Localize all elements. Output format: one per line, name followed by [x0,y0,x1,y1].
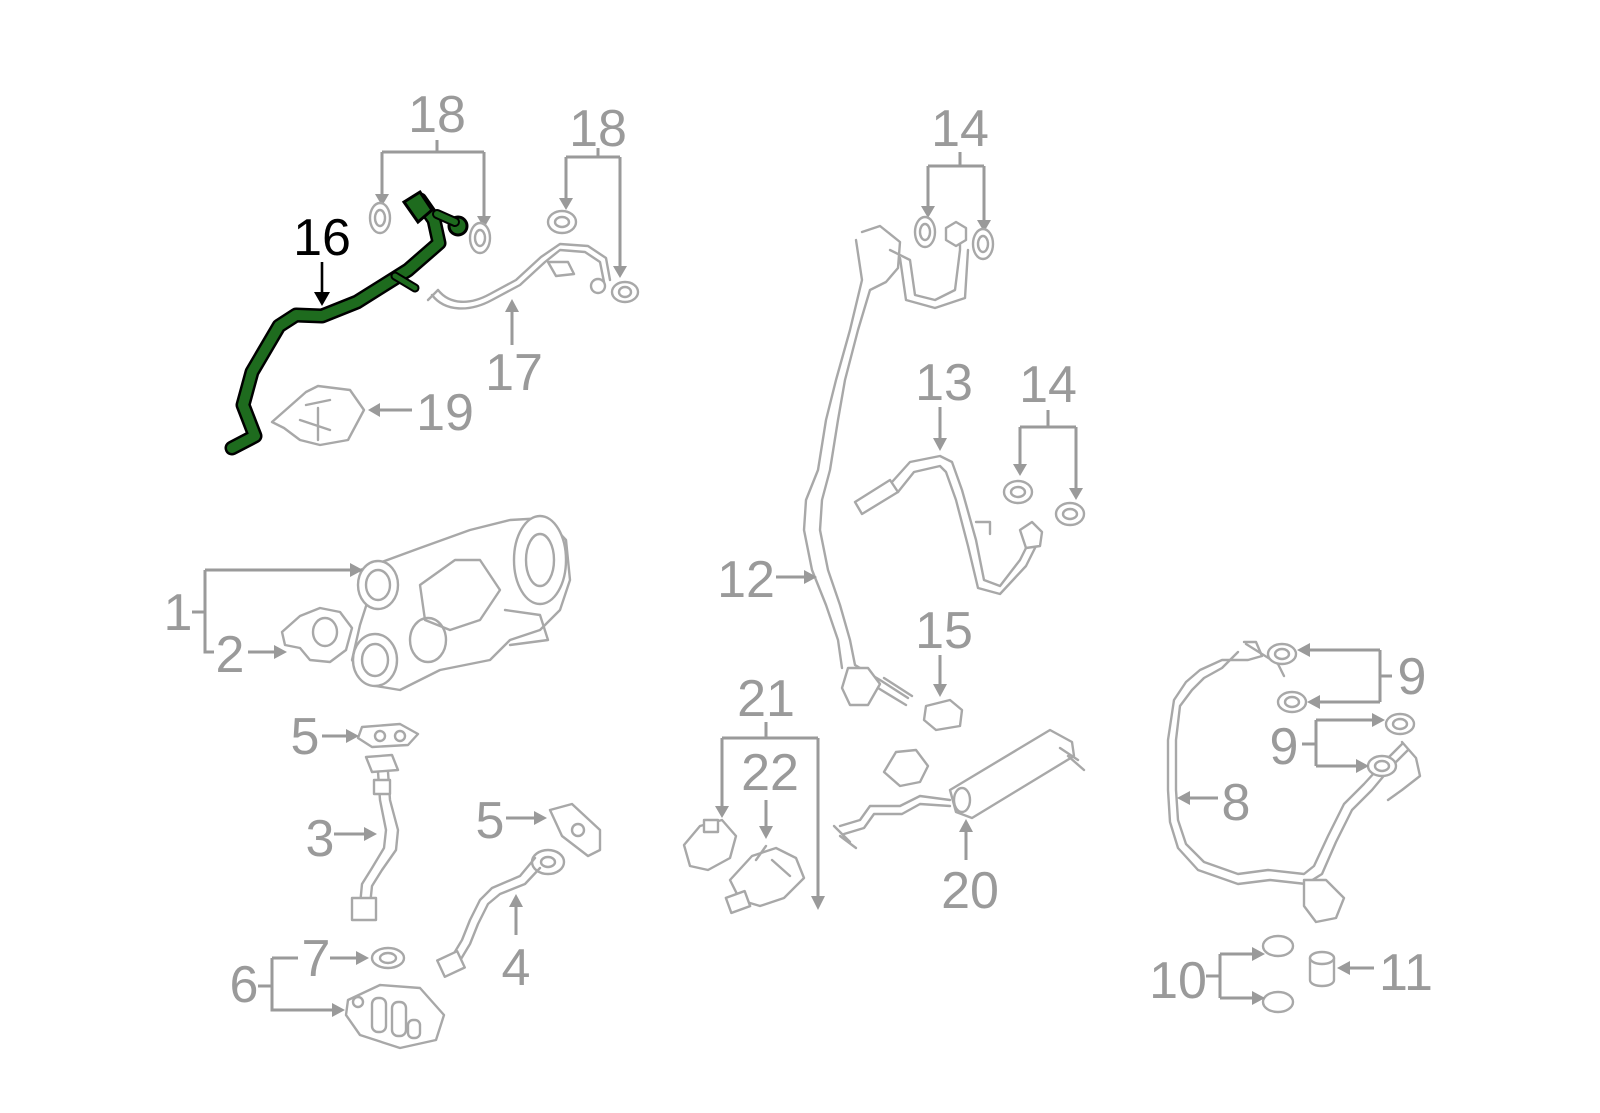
part-16-coolant-pipe[interactable] [224,189,469,456]
label-22: 22 [741,744,799,802]
callout-3: 3 [306,810,377,868]
callout-14-mid: 14 [1013,356,1083,500]
part-10-oring-b[interactable] [1261,990,1295,1014]
callout-14-top: 14 [921,100,991,232]
part-14-washer-d[interactable] [1054,501,1086,527]
part-13-line[interactable] [853,454,1044,596]
callout-9-top: 9 [1297,643,1426,709]
part-5-gasket-top[interactable] [356,722,420,749]
label-7: 7 [302,930,331,988]
callout-9-bottom: 9 [1270,713,1385,776]
part-9-washer-b[interactable] [1276,690,1308,714]
part-9-washer-c[interactable] [1384,712,1416,736]
label-3: 3 [306,810,335,868]
part-11-sleeve[interactable] [1308,950,1336,988]
part-14-washer-c[interactable] [1002,479,1034,505]
part-8-hose[interactable] [1166,640,1422,924]
part-7-seal[interactable] [370,946,406,970]
part-21-valve[interactable] [682,818,738,872]
part-10-oring-a[interactable] [1261,934,1295,958]
callout-20: 20 [941,819,999,920]
label-13: 13 [915,354,973,412]
label-4: 4 [502,939,531,997]
part-3-oil-line[interactable] [350,753,400,922]
label-12: 12 [717,551,775,609]
label-1: 1 [164,584,193,642]
callout-15: 15 [915,602,973,697]
label-9-bottom: 9 [1270,718,1299,776]
label-20: 20 [941,862,999,920]
callout-21-22: 21 22 [715,670,825,910]
callout-1-2: 1 2 [164,563,363,684]
part-5-gasket-right[interactable] [548,802,602,858]
callout-8: 8 [1177,774,1250,832]
part-14-bolt[interactable] [944,220,968,248]
callout-6-7: 7 6 [230,930,369,1017]
label-17: 17 [485,344,543,402]
callout-5-top: 5 [291,708,359,766]
callout-10: 10 [1149,947,1265,1010]
part-18-washer-b[interactable] [468,221,492,255]
callout-11: 11 [1337,944,1433,1002]
label-6: 6 [230,956,259,1014]
label-9-top: 9 [1398,648,1427,706]
callout-13: 13 [915,354,973,451]
part-14-washer-a[interactable] [913,215,937,249]
part-6-oil-adapter[interactable] [344,983,446,1050]
label-19: 19 [416,384,474,442]
part-18-washer-c[interactable] [546,209,578,235]
callout-5-right: 5 [476,792,547,850]
callout-16: 16 [293,209,351,306]
label-15: 15 [915,602,973,660]
part-17-pipe[interactable] [426,242,612,310]
part-22-valve[interactable] [724,844,806,915]
part-14-washer-b[interactable] [971,227,995,261]
label-14-mid: 14 [1019,356,1077,414]
label-5-right: 5 [476,792,505,850]
label-10: 10 [1149,952,1207,1010]
label-5-top: 5 [291,708,320,766]
part-12-coolant-line[interactable] [802,224,970,707]
callout-19: 19 [368,384,474,442]
part-2-actuator[interactable] [280,606,354,664]
label-14-top: 14 [931,100,989,158]
label-2: 2 [216,626,245,684]
callout-17: 17 [485,299,543,402]
part-9-washer-d[interactable] [1366,754,1398,778]
label-18-left: 18 [408,86,466,144]
part-18-washer-a[interactable] [368,201,392,235]
part-4-oil-return[interactable] [436,848,566,979]
part-1-turbocharger[interactable] [350,514,572,692]
callout-18-left: 18 [375,86,491,228]
callout-18-right: 18 [559,100,627,278]
part-19-bracket[interactable] [270,384,366,447]
part-15-nut[interactable] [922,698,964,732]
label-8: 8 [1222,774,1251,832]
label-11: 11 [1379,944,1433,1002]
part-20-component[interactable] [832,728,1086,850]
label-16: 16 [293,209,351,267]
part-18-washer-d[interactable] [610,280,640,304]
label-21: 21 [737,670,795,728]
part-9-washer-a[interactable] [1266,642,1298,666]
callout-4: 4 [502,894,531,997]
callout-12: 12 [717,551,817,609]
